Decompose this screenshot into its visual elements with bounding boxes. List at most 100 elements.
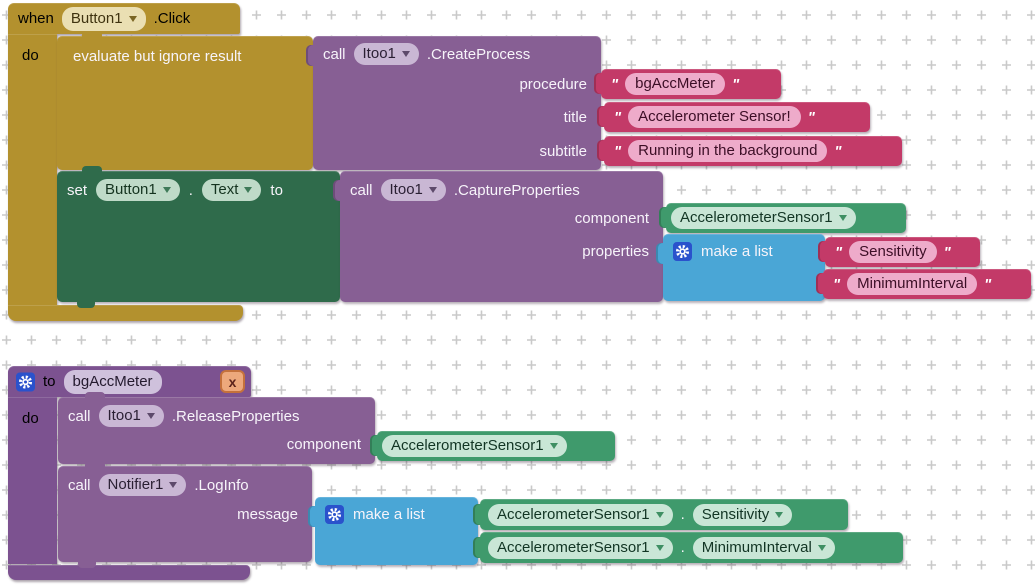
procedure-footer[interactable] <box>8 565 250 580</box>
value-plug <box>659 207 668 228</box>
property-dropdown[interactable]: Sensitivity <box>692 503 793 526</box>
dropdown-caret-icon <box>428 187 437 193</box>
quote-mark: " <box>611 75 619 93</box>
make-a-list-block[interactable]: make a list <box>656 234 825 301</box>
itoo1-dropdown[interactable]: Itoo1 <box>98 405 164 427</box>
dot-separator: . <box>680 506 685 523</box>
to-keyword: to <box>270 181 283 199</box>
value-plug <box>333 180 342 201</box>
dropdown-caret-icon <box>655 544 664 551</box>
text-field[interactable]: Sensitivity <box>849 241 937 263</box>
text-field[interactable]: Accelerometer Sensor! <box>628 106 801 128</box>
dropdown-caret-icon <box>244 187 253 193</box>
button1-dropdown[interactable]: Button1 <box>61 6 146 31</box>
dropdown-value: Itoo1 <box>107 407 141 424</box>
dropdown-caret-icon <box>169 482 178 488</box>
procedure-spine[interactable]: do <box>8 397 57 564</box>
call-captureproperties-block[interactable]: call Itoo1 .CaptureProperties component … <box>333 171 663 302</box>
dropdown-value: Itoo1 <box>389 181 423 198</box>
component-block-accelerometersensor1[interactable]: AccelerometerSensor1 <box>370 431 615 461</box>
statement-notch <box>82 31 102 37</box>
param-label-procedure: procedure <box>519 76 587 93</box>
button1-dropdown[interactable]: Button1 <box>96 179 180 201</box>
dropdown-caret-icon <box>146 413 155 419</box>
dropdown-caret-icon <box>838 215 847 221</box>
dropdown-caret-icon <box>128 15 137 22</box>
delete-procedure-button[interactable]: x <box>220 370 245 393</box>
quote-mark: " <box>834 142 842 160</box>
call-createprocess-block[interactable]: call Itoo1 .CreateProcess procedure titl… <box>306 36 601 170</box>
itoo1-dropdown[interactable]: Itoo1 <box>380 179 446 201</box>
method-name: .LogInfo <box>194 476 249 494</box>
dropdown-caret-icon <box>162 187 171 193</box>
dropdown-value: Notifier1 <box>107 476 164 493</box>
dropdown-value: AccelerometerSensor1 <box>680 209 833 226</box>
statement-notch <box>78 561 96 568</box>
dropdown-value: Text <box>210 181 239 198</box>
do-label: do <box>22 410 39 427</box>
mutator-gear-icon[interactable] <box>673 242 692 261</box>
quote-mark: " <box>833 275 841 293</box>
set-keyword: set <box>67 181 88 199</box>
call-keyword: call <box>323 45 346 63</box>
text-property-dropdown[interactable]: Text <box>201 179 262 201</box>
param-label-properties: properties <box>582 243 649 260</box>
call-releaseproperties-block[interactable]: call Itoo1 .ReleaseProperties component <box>58 392 375 464</box>
text-block-bgaccmeter[interactable]: " bgAccMeter " <box>594 69 781 99</box>
mutator-gear-icon[interactable] <box>16 372 35 392</box>
method-name: .CreateProcess <box>426 45 531 63</box>
text-block-minimuminterval[interactable]: " MinimumInterval " <box>816 269 1031 299</box>
when-block-footer[interactable] <box>8 305 243 321</box>
dot-separator: . <box>188 181 193 199</box>
statement-notch <box>85 461 105 467</box>
when-keyword: when <box>18 10 54 27</box>
value-plug <box>818 241 827 262</box>
text-field[interactable]: bgAccMeter <box>625 73 726 95</box>
component-block-accelerometersensor1[interactable]: AccelerometerSensor1 <box>659 203 906 233</box>
method-name: .CaptureProperties <box>453 181 580 199</box>
call-keyword: call <box>350 181 373 199</box>
param-label-subtitle: subtitle <box>539 143 587 160</box>
itoo1-dropdown[interactable]: Itoo1 <box>353 43 419 65</box>
value-plug <box>308 506 317 527</box>
property-getter-sensitivity[interactable]: AccelerometerSensor1 . Sensitivity <box>473 499 848 530</box>
value-plug <box>656 243 665 264</box>
text-field[interactable]: MinimumInterval <box>847 273 978 295</box>
component-dropdown[interactable]: AccelerometerSensor1 <box>488 536 673 559</box>
param-label-title: title <box>563 109 587 126</box>
dot-separator: . <box>680 539 685 556</box>
value-plug <box>594 73 603 94</box>
statement-notch <box>82 166 102 172</box>
text-block-title[interactable]: " Accelerometer Sensor! " <box>597 102 870 132</box>
make-a-list-block[interactable]: make a list <box>308 497 478 565</box>
dropdown-caret-icon <box>655 511 664 518</box>
property-dropdown[interactable]: MinimumInterval <box>692 536 835 559</box>
text-field[interactable]: Running in the background <box>628 140 828 162</box>
do-label: do <box>22 47 39 64</box>
evaluate-ignore-result-block[interactable]: evaluate but ignore result <box>57 31 313 170</box>
text-block-sensitivity[interactable]: " Sensitivity " <box>818 237 980 267</box>
dropdown-caret-icon <box>775 511 784 518</box>
statement-notch <box>85 392 105 398</box>
procedure-name-field[interactable]: bgAccMeter <box>63 369 162 394</box>
dropdown-caret-icon <box>817 544 826 551</box>
call-loginfo-block[interactable]: call Notifier1 .LogInfo message <box>58 461 312 568</box>
quote-mark: " <box>732 75 740 93</box>
component-dropdown[interactable]: AccelerometerSensor1 <box>671 207 856 229</box>
dropdown-value: Button1 <box>105 181 157 198</box>
notifier1-dropdown[interactable]: Notifier1 <box>98 474 187 496</box>
set-button1-text-block[interactable]: set Button1 . Text to <box>57 166 340 308</box>
text-block-subtitle[interactable]: " Running in the background " <box>597 136 902 166</box>
method-name: .ReleaseProperties <box>171 407 300 425</box>
procedure-header[interactable]: to bgAccMeter x <box>8 366 251 397</box>
property-getter-minimuminterval[interactable]: AccelerometerSensor1 . MinimumInterval <box>473 532 903 563</box>
param-label-component: component <box>574 210 649 227</box>
when-block-spine[interactable]: do <box>8 34 57 305</box>
mutator-gear-icon[interactable] <box>325 505 344 524</box>
when-block-header[interactable]: when Button1 .Click <box>8 3 240 34</box>
dropdown-value: Itoo1 <box>362 45 396 62</box>
component-dropdown[interactable]: AccelerometerSensor1 <box>488 503 673 526</box>
dropdown-value: AccelerometerSensor1 <box>497 505 650 523</box>
component-dropdown[interactable]: AccelerometerSensor1 <box>382 435 567 457</box>
